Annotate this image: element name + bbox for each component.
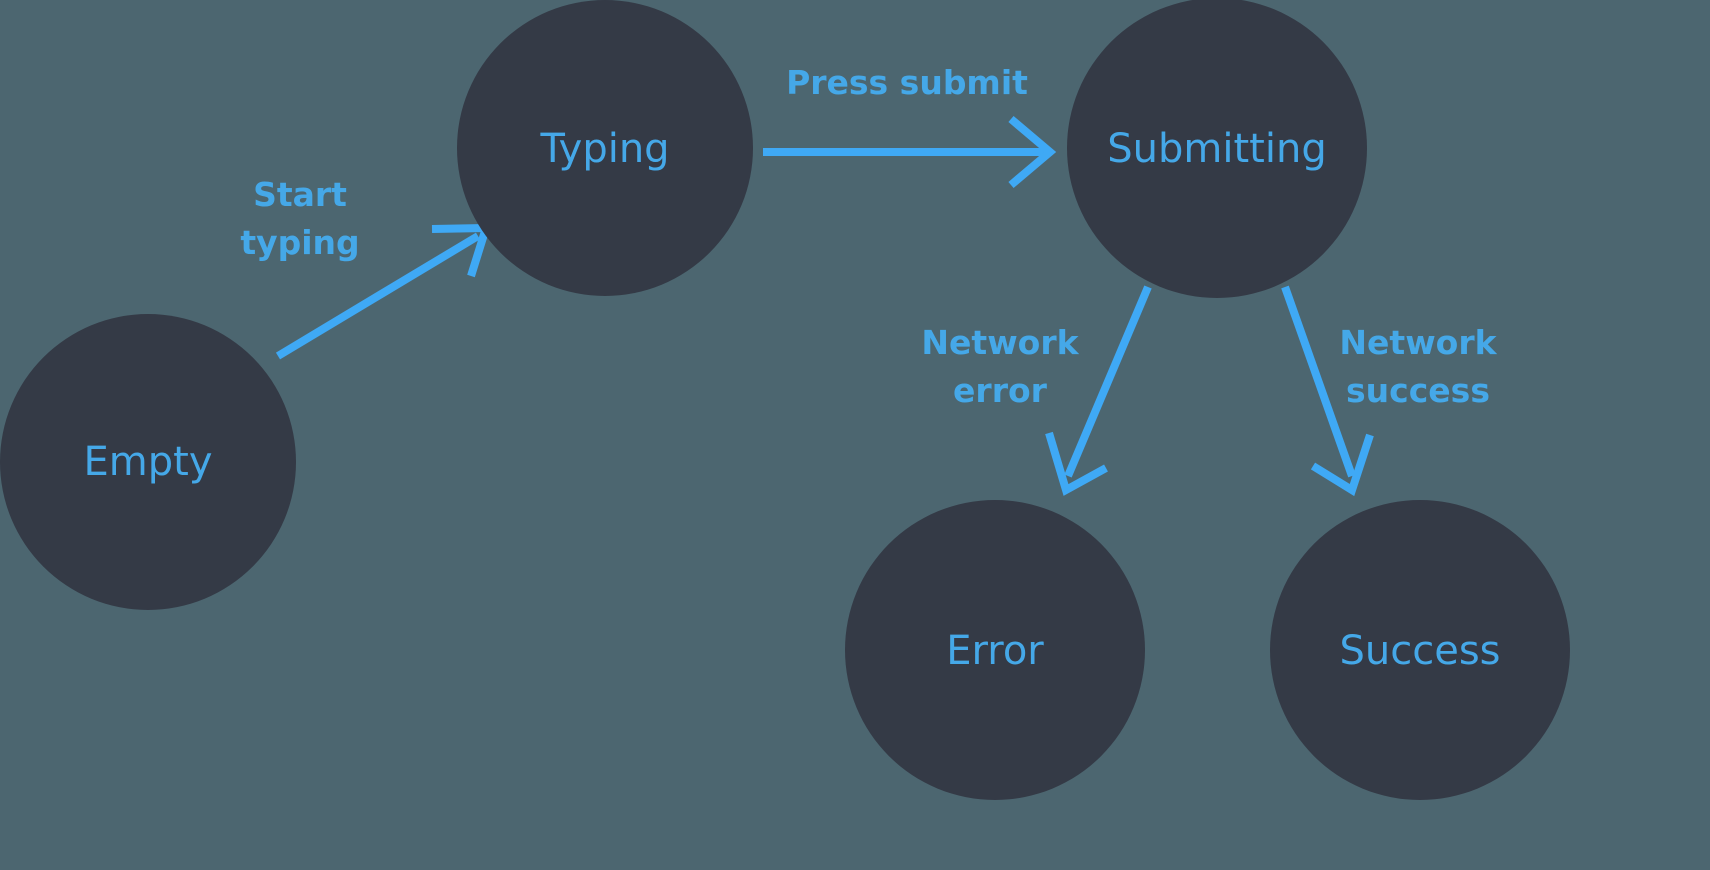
state-node-submitting[interactable]: Submitting [1067,0,1367,298]
edge-label-line-2: error [953,371,1048,410]
state-circle-error [845,500,1145,800]
arrowhead-typing-to-submitting [1008,115,1057,189]
edge-label-submitting-to-success: Network success [1339,323,1497,410]
edge-line-empty-to-typing [275,232,481,360]
edge-label-line-2: typing [240,223,359,262]
state-label-success: Success [1339,628,1500,674]
state-label-typing: Typing [539,126,669,172]
edge-label-empty-to-typing: Start typing [240,175,359,262]
edge-label-line-1: Network [1339,323,1497,362]
edge-line-submitting-to-success [1281,285,1356,478]
edge-submitting-to-error[interactable] [1045,285,1152,496]
arrowhead-submitting-to-error [1045,431,1108,496]
state-circle-submitting [1067,0,1367,298]
edge-label-line-2: success [1346,371,1490,410]
state-circle-empty [0,314,296,610]
edge-label-line-1: Network [921,323,1079,362]
edge-submitting-to-success[interactable] [1281,285,1374,497]
edge-label-submitting-to-error: Network error [921,323,1079,410]
state-label-submitting: Submitting [1107,126,1326,172]
arrowhead-submitting-to-success [1310,433,1374,497]
state-circle-typing [457,0,753,296]
state-label-empty: Empty [84,439,213,485]
state-node-empty[interactable]: Empty [0,314,296,610]
edge-label-line-1: Press submit [786,63,1028,102]
state-node-success[interactable]: Success [1270,500,1570,800]
edge-label-typing-to-submitting: Press submit [786,63,1028,102]
edge-label-line-1: Start [253,175,347,214]
edge-typing-to-submitting[interactable] [763,115,1057,189]
state-node-error[interactable]: Error [845,500,1145,800]
state-circle-success [1270,500,1570,800]
edge-line-submitting-to-error [1064,285,1152,478]
state-label-error: Error [946,628,1044,674]
state-node-typing[interactable]: Typing [457,0,753,296]
